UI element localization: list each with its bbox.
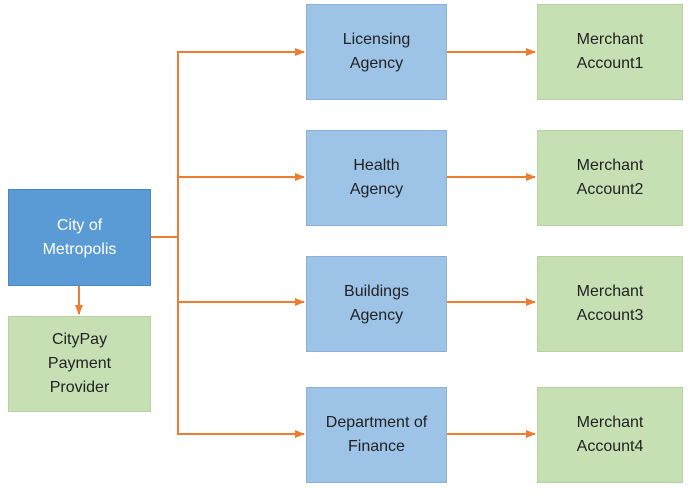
health-agency-node: Health Agency — [306, 130, 447, 226]
node-label: Merchant — [576, 283, 644, 300]
node-label: City of — [56, 216, 103, 234]
merchant-account1-node: Merchant Account1 — [537, 4, 683, 100]
department-of-finance-node: Department of Finance — [306, 387, 447, 483]
node-label: Merchant — [576, 31, 644, 48]
node-label: Agency — [349, 55, 404, 72]
node-label: Finance — [348, 438, 405, 455]
buildings-agency-node: Buildings Agency — [306, 256, 447, 352]
node-label: Merchant — [576, 414, 644, 431]
merchant-account2-node: Merchant Account2 — [537, 130, 683, 226]
node-label: Provider — [49, 379, 110, 396]
node-label: Agency — [349, 181, 404, 198]
city-of-metropolis-node: City of Metropolis — [8, 189, 151, 286]
node-label: Account3 — [576, 307, 644, 324]
node-label: CityPay — [51, 331, 108, 348]
node-label: Licensing — [342, 31, 411, 48]
node-label: Account1 — [576, 55, 644, 72]
merchant-account4-node: Merchant Account4 — [537, 387, 683, 483]
node-label: Agency — [349, 307, 404, 324]
node-label: Merchant — [576, 157, 644, 174]
node-label: Buildings — [344, 283, 409, 300]
node-label: Account2 — [576, 181, 644, 198]
node-label: Health — [353, 157, 400, 174]
node-label: Metropolis — [42, 240, 117, 258]
node-label: Account4 — [576, 438, 644, 455]
citypay-payment-provider-node: CityPay Payment Provider — [8, 316, 151, 412]
node-label: Payment — [47, 355, 112, 372]
licensing-agency-node: Licensing Agency — [306, 4, 447, 100]
merchant-account3-node: Merchant Account3 — [537, 256, 683, 352]
node-label: Department of — [325, 414, 428, 431]
